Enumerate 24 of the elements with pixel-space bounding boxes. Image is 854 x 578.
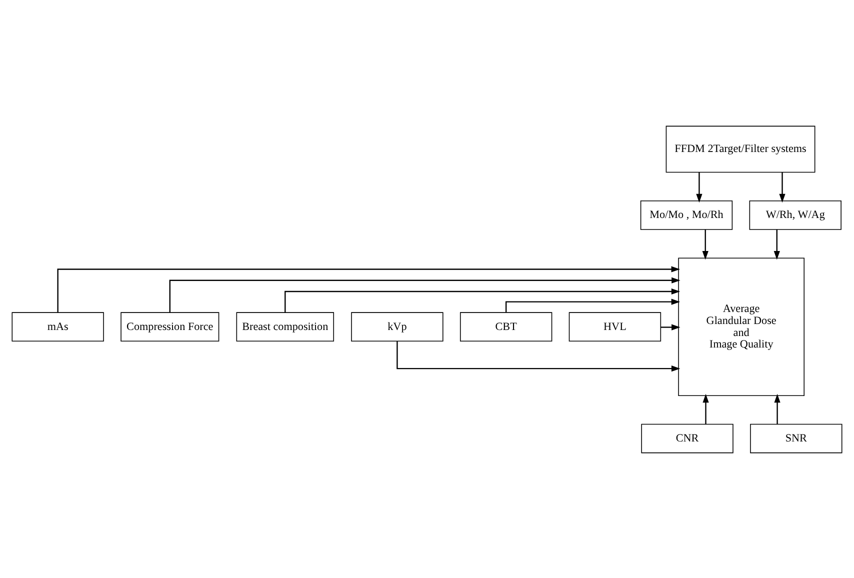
node-box: kVp <box>351 312 444 342</box>
arrow <box>57 266 680 312</box>
arrow <box>774 229 780 260</box>
node-box: SNR <box>750 423 842 453</box>
node-box: FFDM 2Target/Filter systems <box>666 125 816 172</box>
node-box: Compression Force <box>120 312 220 342</box>
node-box: Breast composition <box>236 312 334 342</box>
arrow <box>696 172 702 202</box>
node-box: Average Glandular Dose and Image Quality <box>678 257 804 396</box>
arrow <box>779 172 786 202</box>
node-box: mAs <box>12 312 104 342</box>
node-box: HVL <box>568 312 662 342</box>
arrow <box>396 340 680 372</box>
node-box: W/Rh, W/Ag <box>749 200 842 230</box>
arrow <box>774 393 780 424</box>
node-box: CBT <box>460 312 552 342</box>
arrow <box>702 393 709 424</box>
node-box: Mo/Mo , Mo/Rh <box>640 200 733 230</box>
arrow <box>702 229 708 260</box>
arrow <box>505 298 680 312</box>
arrow <box>169 276 680 312</box>
arrow <box>284 288 680 312</box>
node-box: CNR <box>641 423 734 453</box>
arrow <box>660 324 680 330</box>
